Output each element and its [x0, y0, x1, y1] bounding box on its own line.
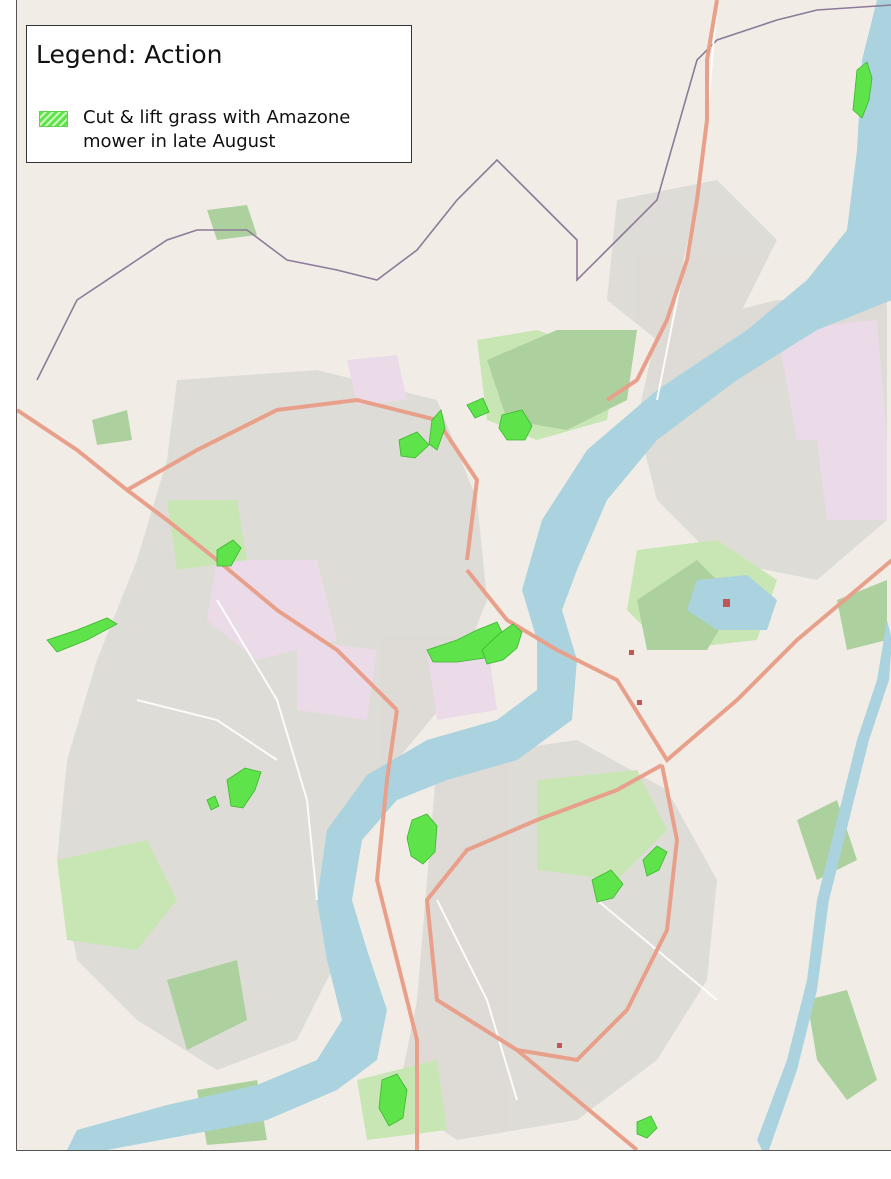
industrial-areas	[207, 320, 887, 720]
industrial-area-2	[297, 640, 377, 720]
action-area-south-2[interactable]	[591, 869, 624, 903]
park-3	[537, 770, 667, 880]
map-canvas[interactable]	[17, 0, 891, 1150]
lake-east	[687, 575, 777, 630]
action-area-southeast[interactable]	[636, 1115, 658, 1139]
action-area-west-strip[interactable]	[46, 617, 118, 653]
action-area-north-4[interactable]	[498, 409, 533, 441]
industrial-area-6	[347, 355, 407, 405]
forest-9	[207, 205, 257, 240]
major-road-north	[605, 0, 719, 402]
legend-swatch-action	[39, 111, 68, 127]
forest-5	[807, 990, 877, 1100]
poi-markers	[557, 599, 730, 1048]
major-road-ring-south	[424, 763, 680, 1063]
action-area-center-small[interactable]	[206, 795, 220, 811]
poi-marker[interactable]	[629, 650, 634, 655]
river-stream-east[interactable]	[757, 620, 891, 1150]
action-area-river-park-2[interactable]	[481, 623, 523, 665]
minor-road	[136, 699, 278, 761]
poi-marker[interactable]	[723, 599, 730, 607]
map-frame[interactable]	[16, 0, 891, 1151]
action-area-north-3[interactable]	[466, 397, 490, 419]
minor-road	[216, 599, 318, 901]
forest-1	[487, 330, 637, 430]
legend-entry-label: Cut & lift grass with Amazone mower in l…	[83, 107, 351, 152]
forest-6	[167, 960, 247, 1050]
action-area-north-2[interactable]	[428, 409, 446, 451]
action-area-south-1[interactable]	[406, 813, 438, 865]
major-road-ring-north	[126, 397, 480, 561]
water-bodies	[67, 0, 891, 1150]
park-4	[57, 840, 177, 950]
legend-title: Legend: Action	[36, 40, 223, 69]
minor-road	[436, 899, 518, 1101]
industrial-area-4	[777, 320, 887, 440]
poi-marker[interactable]	[637, 700, 642, 705]
major-road-bridge	[374, 709, 419, 1150]
action-area-northeast[interactable]	[852, 61, 873, 119]
action-area-north-1[interactable]	[398, 431, 430, 459]
forest-8	[92, 410, 132, 445]
action-area-south-3[interactable]	[642, 845, 668, 877]
map-legend: Legend: Action Cut & lift grass with Ama…	[26, 25, 412, 163]
action-area-south-4[interactable]	[378, 1073, 408, 1127]
poi-marker[interactable]	[557, 1043, 562, 1048]
action-area-west-1[interactable]	[216, 539, 242, 567]
major-road-east	[465, 558, 891, 764]
boundary-line	[36, 4, 891, 381]
residential-north	[607, 180, 777, 340]
industrial-area-5	[817, 440, 887, 520]
action-area-center-west[interactable]	[226, 767, 262, 809]
major-road-northwest	[17, 408, 399, 712]
industrial-area-1	[207, 560, 337, 660]
action-areas[interactable]	[46, 61, 873, 1139]
major-roads	[17, 0, 891, 1150]
major-road-southeast	[515, 1048, 639, 1150]
